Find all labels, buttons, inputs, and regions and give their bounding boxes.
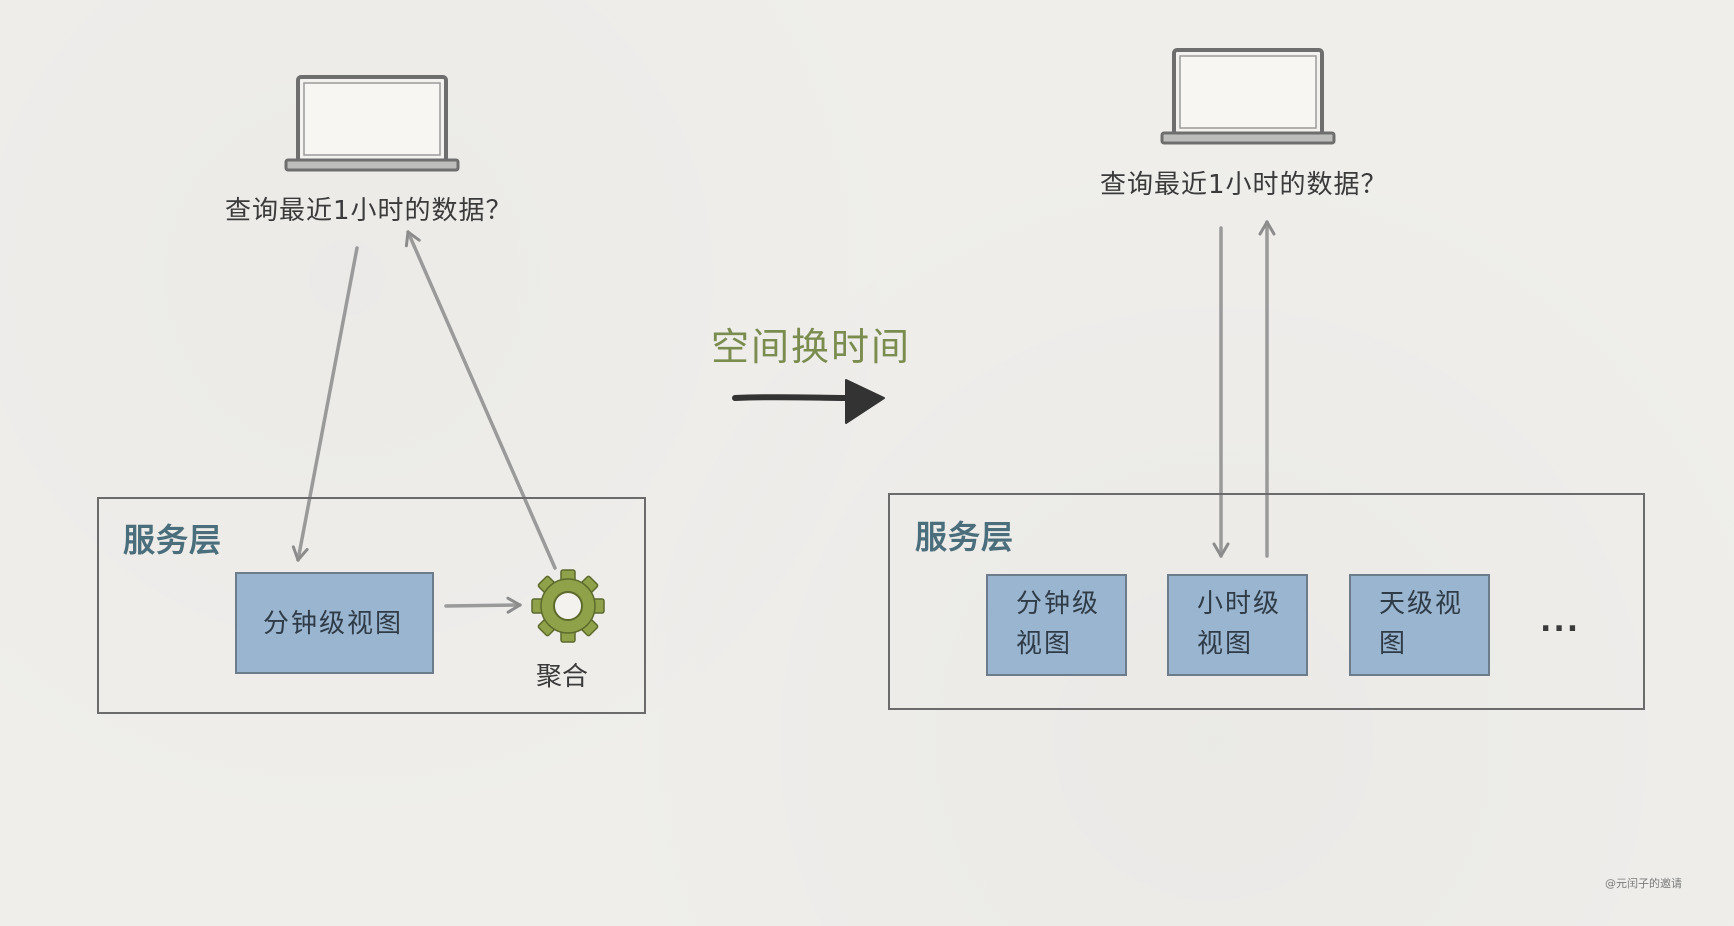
- laptop-icon: [284, 75, 460, 172]
- response-arrow-left: [404, 230, 557, 570]
- minute-view-box: 分钟级视图: [235, 572, 434, 674]
- view-label-line2: 视图: [1016, 629, 1073, 659]
- minute-view-label: 分钟级视图: [263, 609, 404, 639]
- service-layer-label-right: 服务层: [915, 518, 1015, 556]
- query-text-right: 查询最近1小时的数据？: [1100, 170, 1388, 200]
- view-label-line2: 图: [1379, 629, 1408, 659]
- space-for-time-title: 空间换时间: [711, 325, 912, 369]
- laptop-icon: [1160, 48, 1336, 145]
- day-view-box: 天级视 图: [1349, 574, 1490, 676]
- request-arrow-left: [291, 246, 359, 562]
- view-label-line1: 天级视: [1379, 589, 1464, 619]
- view-label-line2: 视图: [1197, 629, 1254, 659]
- view-label-line1: 分钟级: [1016, 589, 1101, 619]
- minute-view-box-right: 分钟级 视图: [986, 574, 1127, 676]
- service-layer-label-left: 服务层: [123, 521, 223, 559]
- view-to-aggregate-arrow: [444, 596, 522, 614]
- watermark: @元闰子的邀请: [1605, 877, 1682, 890]
- view-label-line1: 小时级: [1197, 589, 1282, 619]
- gear-icon: [531, 569, 605, 643]
- more-views-ellipsis: ...: [1540, 604, 1581, 639]
- arrow-right-icon: [732, 379, 885, 424]
- service-layer-right: [888, 493, 1645, 710]
- aggregate-label: 聚合: [536, 662, 589, 692]
- query-text-left: 查询最近1小时的数据？: [225, 196, 513, 226]
- hour-view-box: 小时级 视图: [1167, 574, 1308, 676]
- service-layer-left: [97, 497, 646, 714]
